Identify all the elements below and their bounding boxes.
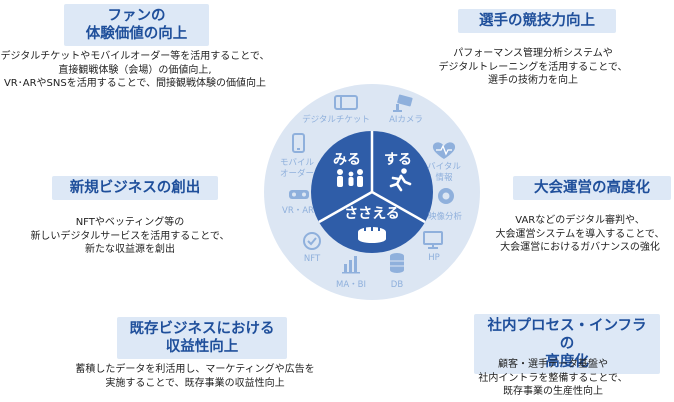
tournament-desc-line: 大会運営におけるガバナンスの強化	[500, 242, 660, 253]
internal-title-line1: 社内プロセス・インフラの	[487, 318, 647, 352]
athlete-desc-line: 選手の技術力を向上	[488, 75, 578, 86]
internal-process-title: 社内プロセス・インフラの 高度化	[474, 314, 660, 374]
database-icon	[390, 253, 404, 273]
ring-label-digital-ticket: デジタルチケット	[302, 114, 370, 125]
stadium-icon	[358, 227, 386, 243]
existing-title-line2: 収益性向上	[165, 339, 239, 355]
fan-desc-line: 直接観戦体験（会場）の価値向上,	[58, 64, 212, 76]
internal-process-desc: 顧客・選手データ基盤や 社内イントラを整備することで、 既存事業の生産性向上	[468, 358, 638, 399]
fan-title-line1: ファンの	[107, 8, 166, 24]
center-label-sasaeru: ささえる	[344, 206, 400, 222]
fan-experience-title: ファンの 体験価値の向上	[64, 4, 209, 46]
ring-label-mobile-1: モバイル	[280, 158, 315, 168]
bar-chart-icon	[342, 256, 360, 274]
tournament-desc: VARなどのデジタル審判や、 大会運営システムを導入することで、 大会運営におけ…	[486, 214, 674, 255]
new-business-title-text: 新規ビジネスの創出	[69, 180, 201, 196]
heart-pulse-icon	[432, 142, 456, 159]
athlete-desc-line: デジタルトレーニングを活用することで、	[438, 61, 628, 73]
fan-desc-line: デジタルチケットやモバイルオーダー等を活用することで、	[0, 51, 270, 62]
sector-dividers	[318, 131, 426, 224]
internal-desc-line: 既存事業の生産性向上	[503, 386, 603, 397]
ring-label-ai-camera: AIカメラ	[389, 115, 423, 125]
ring-label-vital-1: バイタル	[427, 162, 461, 172]
monitor-icon	[423, 231, 443, 249]
vr-headset-icon	[289, 190, 309, 199]
athlete-desc-line: パフォーマンス管理分析システムや	[453, 48, 613, 59]
tournament-title-text: 大会運営の高度化	[534, 180, 650, 196]
center-label-miru: みる	[333, 152, 361, 168]
video-analysis-icon	[438, 188, 454, 204]
internal-desc-line: 社内イントラを整備することで、	[478, 372, 628, 384]
tournament-title: 大会運営の高度化	[513, 176, 671, 200]
runner-icon	[389, 168, 412, 192]
internal-title-line2: 高度化	[545, 354, 589, 370]
ring-label-hp: HP	[428, 253, 440, 263]
ring-label-video-analysis: 映像分析	[428, 211, 463, 222]
ring-label-vr-ar: VR・AR	[282, 206, 314, 216]
ring-label-mobile-2: オーダー	[280, 168, 314, 179]
fan-desc-line: VR･ARやSNSを活用することで、間接観戦体験の価値向上	[3, 78, 267, 89]
ring-label-vital-2: 情報	[435, 172, 453, 183]
athlete-desc: パフォーマンス管理分析システムや デジタルトレーニングを活用することで、 選手の…	[418, 47, 648, 88]
ring-label-ma-bi: MA・BI	[336, 280, 366, 290]
existing-business-desc: 蓄積したデータを利活用し、マーケティングや広告を 実施することで、既存事業の収益…	[70, 363, 320, 390]
new-business-title: 新規ビジネスの創出	[52, 176, 218, 200]
digital-ticket-icon	[334, 95, 358, 110]
internal-desc-line: 顧客・選手データ基盤や	[498, 359, 608, 370]
new-business-desc-line: 新しいデジタルサービスを活用することで、	[30, 230, 230, 242]
fan-title-line2: 体験価値の向上	[85, 26, 188, 42]
mobile-phone-icon	[292, 133, 305, 153]
tournament-desc-line: VARなどのデジタル審判や、	[515, 215, 645, 226]
new-business-desc-line: NFTやベッティング等の	[75, 217, 185, 228]
fan-experience-desc: デジタルチケットやモバイルオーダー等を活用することで、 直接観戦体験（会場）の価…	[0, 50, 270, 91]
existing-desc-line: 蓄積したデータを利活用し、マーケティングや広告を	[75, 364, 315, 375]
nft-badge-icon	[303, 232, 321, 250]
ai-camera-icon	[393, 94, 413, 112]
existing-title-line1: 既存ビジネスにおける	[129, 321, 275, 337]
existing-business-title: 既存ビジネスにおける 収益性向上	[117, 317, 287, 359]
center-label-suru: する	[384, 152, 412, 168]
new-business-desc-line: 新たな収益源を創出	[85, 244, 175, 255]
new-business-desc: NFTやベッティング等の 新しいデジタルサービスを活用することで、 新たな収益源…	[30, 216, 230, 257]
tournament-desc-line: 大会運営システムを導入することで、	[495, 228, 665, 240]
athlete-title-text: 選手の競技力向上	[479, 13, 595, 29]
existing-desc-line: 実施することで、既存事業の収益性向上	[105, 377, 285, 389]
ring-label-db: DB	[391, 280, 404, 290]
ring-label-nft: NFT	[304, 254, 321, 264]
family-icon	[337, 169, 363, 187]
athlete-title: 選手の競技力向上	[458, 9, 616, 33]
